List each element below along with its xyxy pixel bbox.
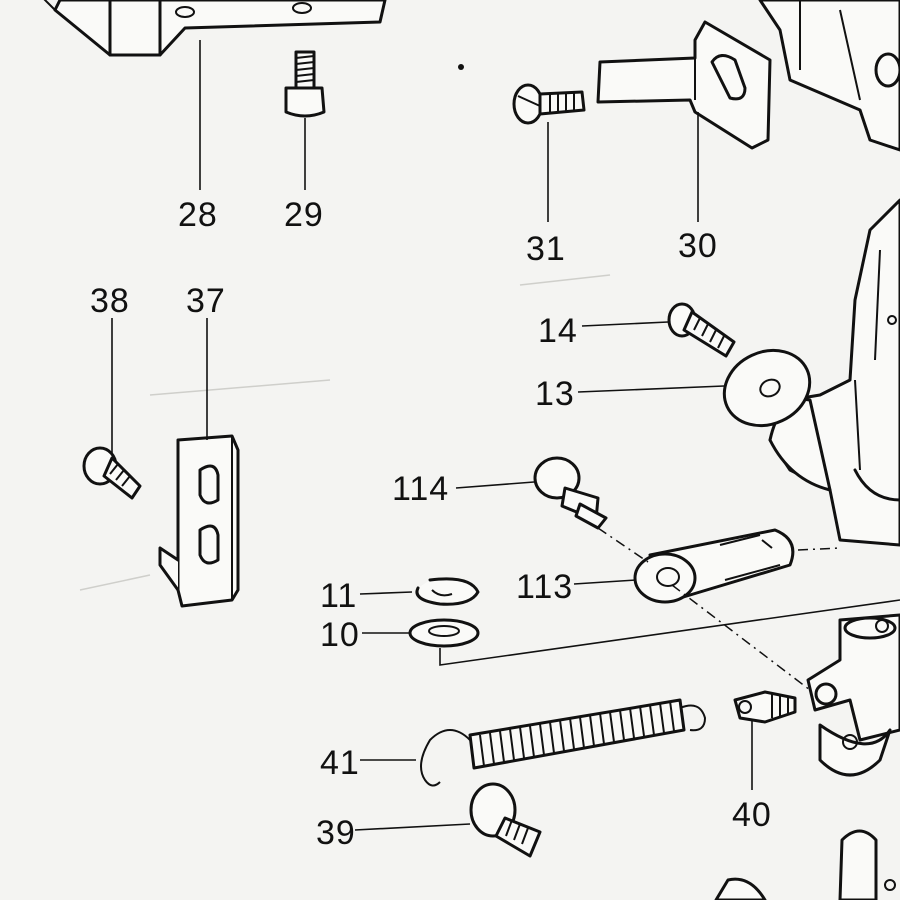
- callout-38: 38: [90, 282, 130, 320]
- part-40-eye-screw: [733, 690, 797, 724]
- ink-dot: [458, 64, 464, 70]
- link-assembly: [806, 613, 900, 777]
- callout-37: 37: [186, 282, 226, 320]
- callout-28: 28: [178, 196, 218, 234]
- machine-arm-casting: [768, 198, 900, 547]
- callout-40: 40: [732, 796, 772, 834]
- callout-31: 31: [526, 230, 566, 268]
- part-14-screw: [667, 302, 736, 358]
- part-30-plate: [596, 20, 772, 150]
- callout-113: 113: [516, 568, 573, 606]
- part-113-rod-end: [633, 528, 795, 604]
- part-38-screw: [82, 446, 142, 500]
- background-ghosting: [79, 274, 611, 591]
- part-41-spring: [420, 698, 707, 787]
- callout-39: 39: [316, 814, 356, 852]
- callout-114: 114: [392, 470, 449, 508]
- leader-lines: [111, 40, 753, 831]
- center-lines: [439, 527, 900, 691]
- callout-41: 41: [320, 744, 360, 782]
- machine-frame-top: [758, 0, 900, 152]
- part-11-e-ring: [415, 577, 480, 606]
- part-13-washer: [722, 348, 812, 428]
- part-31-screw: [512, 83, 586, 125]
- callout-13: 13: [535, 375, 575, 413]
- callout-30: 30: [678, 227, 718, 265]
- part-10-washer: [408, 618, 480, 648]
- callout-labels: 28 29 31 30 38 37 14 13 114 113 11 10 41…: [90, 196, 772, 852]
- part-29-screw: [284, 50, 326, 118]
- callout-14: 14: [538, 312, 578, 350]
- callout-11: 11: [320, 577, 357, 615]
- part-39-stud: [469, 782, 542, 858]
- part-28-bracket: [43, 0, 387, 57]
- callout-29: 29: [284, 196, 324, 234]
- bottom-right-parts: [714, 829, 896, 900]
- part-37-bracket: [158, 434, 240, 608]
- part-114-shoulder-screw: [533, 456, 608, 530]
- callout-10: 10: [320, 616, 360, 654]
